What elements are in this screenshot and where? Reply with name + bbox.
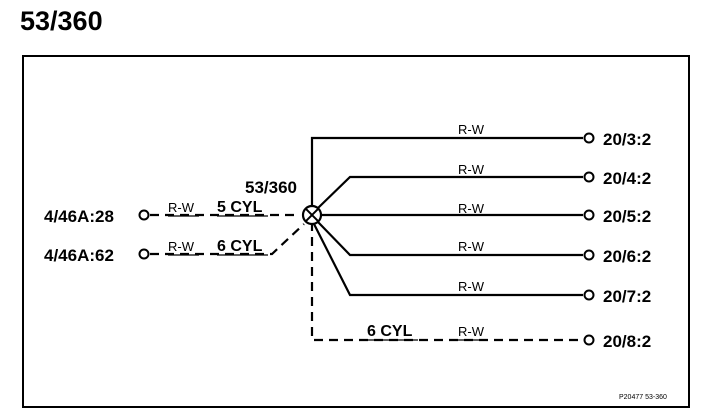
input-wire-2 [138, 223, 305, 260]
splice-symbol [301, 204, 323, 226]
diagram-frame [22, 55, 690, 408]
output-label-5: 20/7:2 [603, 287, 651, 306]
output-wire-4 [317, 221, 595, 261]
output-wire-6 [310, 222, 595, 346]
output-wire-label-6: R-W [458, 324, 485, 339]
output-label-2: 20/4:2 [603, 169, 651, 188]
input-wire-label-2: R-W [168, 239, 195, 254]
output-wire-label-5: R-W [458, 279, 485, 294]
input-note-2: 6 CYL [217, 238, 263, 255]
input-wire-label-1: R-W [168, 200, 195, 215]
output-wire-5 [313, 223, 595, 301]
input-label-1: 4/46A:28 [44, 207, 114, 226]
output-label-6: 20/8:2 [603, 332, 651, 351]
output-wire-3 [322, 209, 595, 221]
input-wire-1 [138, 209, 298, 221]
output-label-4: 20/6:2 [603, 247, 651, 266]
output-wire-2 [317, 171, 595, 209]
output-wire-label-3: R-W [458, 201, 485, 216]
output-label-1: 20/3:2 [603, 130, 651, 149]
output-wire-1 [310, 132, 595, 210]
input-note-1: 5 CYL [217, 199, 263, 216]
output-label-3: 20/5:2 [603, 207, 651, 226]
output-wire-label-2: R-W [458, 162, 485, 177]
figure-reference: P20477 53-360 [619, 394, 667, 401]
splice-label: 53/360 [245, 178, 297, 197]
output-note-6: 6 CYL [367, 323, 413, 340]
output-wire-label-1: R-W [458, 122, 485, 137]
output-wire-label-4: R-W [458, 239, 485, 254]
page-title: 53/360 [20, 6, 103, 36]
input-label-2: 4/46A:62 [44, 246, 114, 265]
